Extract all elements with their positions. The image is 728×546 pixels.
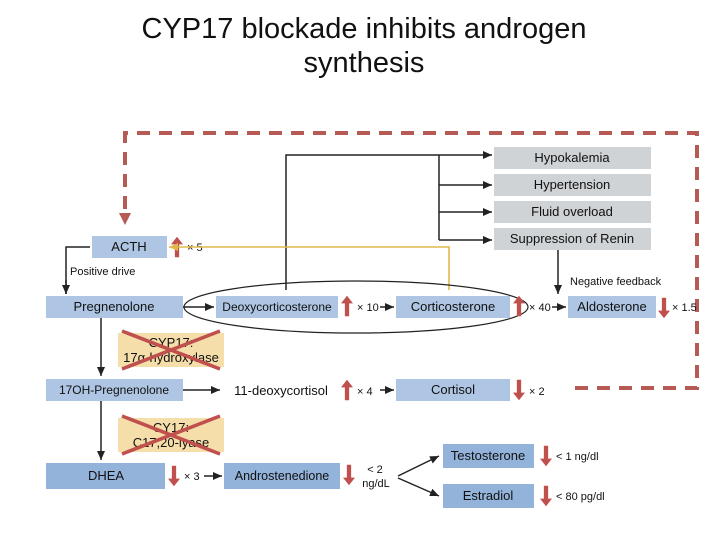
cortisol-feedback-dashed-line: [119, 131, 699, 390]
deoxycortisol-change-label: × 4: [357, 386, 373, 398]
effect-box-hypokalemia: [494, 147, 651, 169]
17oh-pregnenolone-label: 17OH-Pregnenolone: [59, 383, 169, 397]
effect-box-suppression-renin: [494, 228, 651, 250]
doc-box: [216, 296, 338, 318]
enzyme2-line2: C17,20-lyase: [133, 435, 210, 450]
negative-feedback-label: Negative feedback: [570, 276, 662, 288]
androstenedione-label: Androstenedione: [235, 469, 330, 483]
title-line-1: CYP17 blockade inhibits androgen: [141, 13, 587, 45]
pregnenolone-box: [46, 296, 183, 318]
corticosterone-change-label: × 40: [529, 302, 551, 314]
positive-drive-line: [65, 246, 90, 294]
doc-label: Deoxycorticosterone: [222, 300, 332, 314]
cortisol-change-label: × 2: [529, 386, 545, 398]
corticosterone-box: [396, 296, 510, 318]
cortisol-decrease-icon: [513, 379, 525, 401]
testosterone-change-label: < 1 ng/dl: [556, 451, 599, 463]
slide-title: CYP17 blockade inhibits androgen synthes…: [0, 12, 728, 80]
aldosterone-box: [568, 296, 656, 318]
acth-label: ACTH: [111, 239, 146, 254]
dhea-label: DHEA: [88, 468, 124, 483]
androstenedione-box: [224, 463, 340, 489]
acth-box: [92, 236, 167, 258]
aldosterone-change-label: × 1.5: [672, 302, 697, 314]
enzyme2-cross-icon: [121, 414, 221, 456]
arrow-to-testosterone: [397, 455, 440, 477]
cortisol-label: Cortisol: [431, 382, 475, 397]
dhea-change-label: × 3: [184, 471, 200, 483]
enzyme2-line1: CY17:: [153, 420, 189, 435]
effect-label-fluid-overload: Fluid overload: [531, 204, 613, 219]
estradiol-box: [443, 484, 534, 508]
effect-label-hypokalemia: Hypokalemia: [534, 150, 610, 165]
estradiol-decrease-icon: [540, 485, 552, 507]
estradiol-change-label: < 80 pg/dl: [556, 491, 605, 503]
testosterone-decrease-icon: [540, 445, 552, 467]
title-line-2: synthesis: [303, 47, 425, 79]
aldosterone-decrease-icon: [658, 297, 670, 319]
deoxycortisol-label: 11-deoxycortisol: [234, 383, 328, 398]
acth-gold-feedback-line: [206, 246, 450, 290]
17oh-pregnenolone-box: [46, 379, 183, 401]
andro-change-line1: < 2: [367, 464, 383, 476]
estradiol-label: Estradiol: [463, 488, 514, 503]
enzyme1-line2: 17α-hydroxylase: [123, 350, 219, 365]
effect-label-suppression-renin: Suppression of Renin: [510, 231, 634, 246]
deoxycortisol-increase-icon: [341, 379, 353, 401]
acth-change-label: × 5: [187, 242, 203, 254]
pregnenolone-label: Pregnenolone: [74, 299, 155, 314]
cortisol-box: [396, 379, 510, 401]
androstenedione-decrease-icon: [343, 464, 355, 486]
dhea-box: [46, 463, 165, 489]
doc-increase-icon: [341, 295, 353, 317]
doc-to-effects-line: [285, 154, 439, 290]
enzyme1-cross-icon: [121, 329, 221, 371]
doc-change-label: × 10: [357, 302, 379, 314]
andro-change-line2: ng/dL: [362, 478, 390, 490]
arrow-to-estradiol: [397, 477, 440, 497]
dhea-decrease-icon: [168, 465, 180, 487]
effect-box-hypertension: [494, 174, 651, 196]
testosterone-box: [443, 444, 534, 468]
testosterone-label: Testosterone: [451, 448, 525, 463]
effect-box-fluid-overload: [494, 201, 651, 223]
effect-label-hypertension: Hypertension: [534, 177, 611, 192]
corticosterone-label: Corticosterone: [411, 299, 496, 314]
positive-drive-label: Positive drive: [70, 266, 135, 278]
aldosterone-label: Aldosterone: [577, 299, 646, 314]
